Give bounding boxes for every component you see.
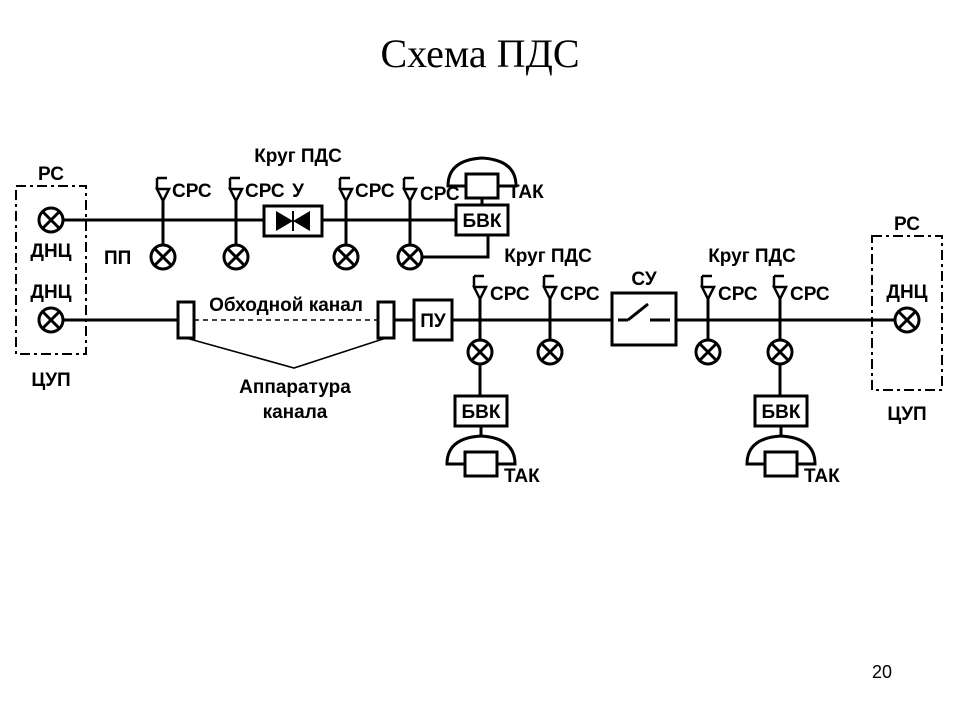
valve-u-label: У (292, 181, 304, 202)
right-dnc-label: ДНЦ (886, 282, 927, 303)
upper-lamp-4 (396, 243, 424, 271)
pu-label: ПУ (420, 311, 446, 332)
right-bvk-box (753, 394, 809, 428)
right-rs-frame (871, 235, 943, 391)
switch-icon (627, 302, 649, 322)
middle-tak-label: ТАК (504, 466, 540, 487)
upper-lamp-2 (222, 243, 250, 271)
right-rs-label: РС (894, 214, 920, 235)
right-srs-label-1: СРС (718, 284, 758, 305)
left-dnc-label-bottom: ДНЦ (30, 282, 71, 303)
middle-lamp-1 (466, 338, 494, 366)
right-tak-label: ТАК (804, 466, 840, 487)
middle-lamp-2 (536, 338, 564, 366)
middle-bvk-label: БВК (462, 402, 501, 423)
left-rs-frame (15, 185, 87, 355)
pp-label: ПП (104, 248, 131, 269)
right-channel-equipment (376, 300, 396, 340)
left-dnc-label-top: ДНЦ (30, 241, 71, 262)
left-rs-label: РС (38, 164, 64, 185)
upper-srs-label-1: СРС (172, 181, 212, 202)
upper-speaker-icon-2 (228, 176, 244, 203)
right-bvk-label: БВК (762, 402, 801, 423)
middle-srs-label-2: СРС (560, 284, 600, 305)
upper-krug-pds-label: Круг ПДС (254, 146, 342, 167)
upper-speaker-icon-4 (402, 176, 418, 203)
left-dnc-lamp-top (37, 206, 65, 234)
channel-equipment-label-1: Аппаратура (239, 377, 351, 398)
right-krug-pds-label: Круг ПДС (708, 246, 796, 267)
right-speaker-icon-1 (700, 274, 716, 301)
page-number: 20 (872, 662, 893, 682)
right-speaker-icon-2 (772, 274, 788, 301)
right-dnc-lamp (893, 306, 921, 334)
upper-tak-label: ТАК (508, 182, 544, 203)
su-label: СУ (631, 269, 656, 290)
upper-bvk-label: БВК (463, 211, 502, 232)
channel-equipment-callout (185, 337, 387, 369)
left-channel-equipment (176, 300, 196, 340)
valve-icon (276, 211, 293, 231)
right-srs-label-2: СРС (790, 284, 830, 305)
right-lamp-1 (694, 338, 722, 366)
upper-speaker-icon-1 (155, 176, 171, 203)
pu-box (412, 298, 454, 342)
upper-speaker-icon-3 (338, 176, 354, 203)
slide-title: Схема ПДС (380, 31, 580, 76)
bypass-channel-label: Обходной канал (209, 295, 363, 316)
channel-equipment-label-2: канала (263, 402, 328, 423)
middle-srs-label-1: СРС (490, 284, 530, 305)
upper-bvk-link (422, 235, 490, 259)
middle-speaker-icon-2 (542, 274, 558, 301)
left-dnc-lamp-bottom (37, 306, 65, 334)
right-lamp-2 (766, 338, 794, 366)
upper-srs-label-3: СРС (355, 181, 395, 202)
middle-speaker-icon-1 (472, 274, 488, 301)
upper-srs-label-2: СРС (245, 181, 285, 202)
right-cup-label: ЦУП (887, 404, 926, 425)
left-cup-label: ЦУП (31, 370, 70, 391)
upper-lamp-3 (332, 243, 360, 271)
middle-krug-pds-label: Круг ПДС (504, 246, 592, 267)
upper-lamp-pp (149, 243, 177, 271)
upper-srs-label-4: СРС (420, 184, 460, 205)
